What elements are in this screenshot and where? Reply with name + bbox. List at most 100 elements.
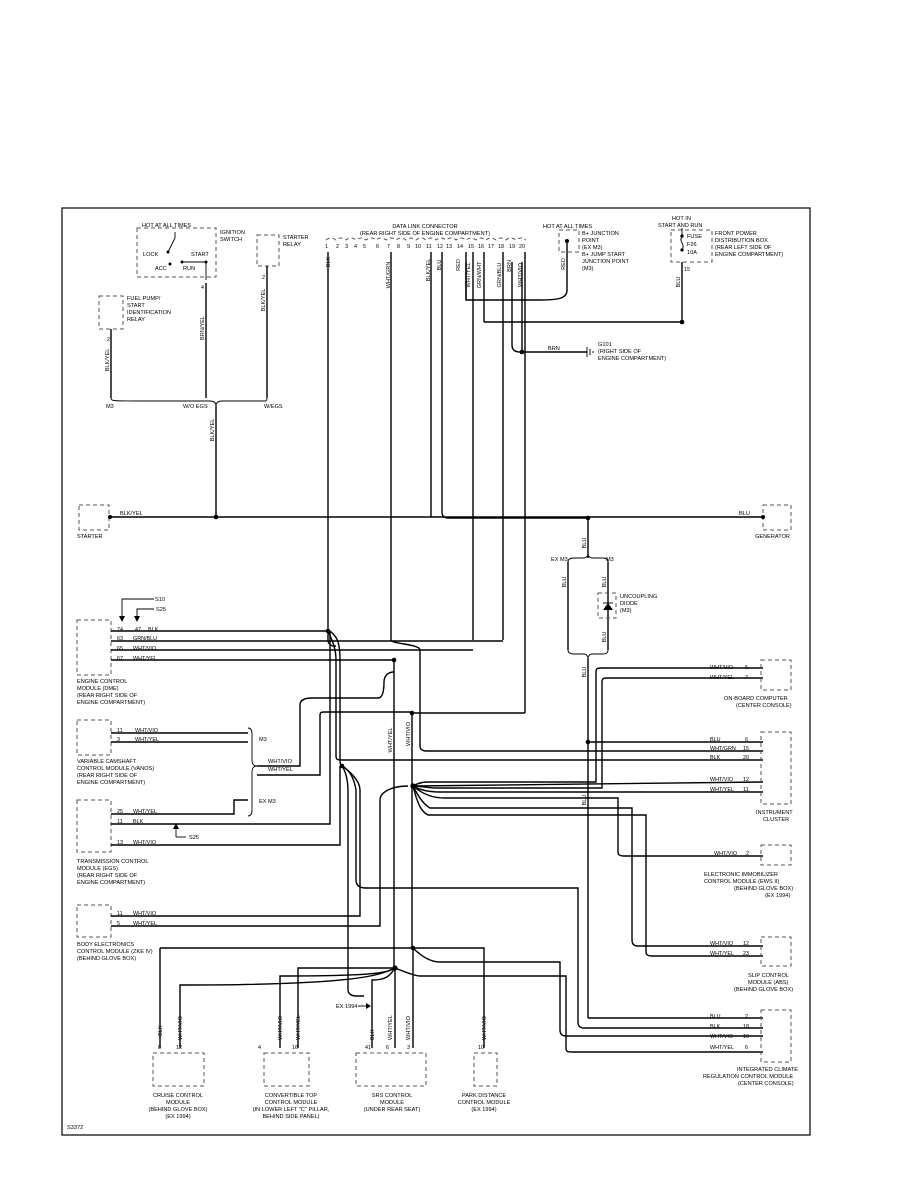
srs-label-2: MODULE [380, 1100, 404, 1106]
starter-relay-pin: 2 [262, 275, 265, 281]
tcm-wire-label: WHT/VIO [133, 840, 156, 846]
wire-wht-vio [257, 671, 395, 767]
vanos-wire-label: WHT/VIO [135, 728, 158, 734]
fuel-relay-pin: 2 [107, 337, 110, 343]
dlc-connector-outline [325, 237, 527, 241]
zke-label-2: CONTROL MODULE (ZKE IV) [77, 949, 153, 955]
dlc-pin: 17 [488, 244, 494, 250]
tcm-pin: 25 [117, 809, 123, 815]
abs-label-2: MODULE (ABS) [748, 980, 789, 986]
zke-label-3: (BEHIND GLOVE BOX) [77, 956, 136, 962]
diode-label-2: DIODE [620, 601, 638, 607]
tcm-pin: 13 [117, 840, 123, 846]
dlc-wire-label: BLK [326, 256, 332, 267]
pdc-label-3: (EX 1994) [471, 1107, 496, 1113]
bus-wire-label-2: WHT/VIO [406, 721, 412, 746]
vanos-bus-label-2: WHT/YEL [268, 767, 293, 773]
dlc-pins: 1 2 3 4 5 6 7 8 9 10 11 12 13 14 15 16 1… [325, 244, 525, 250]
conv-label: CONVERTIBLE TOP [265, 1093, 317, 1099]
fuse-wire-label: BLU [676, 277, 682, 288]
dlc-pin: 16 [478, 244, 484, 250]
diode-box [597, 592, 617, 619]
obc-pin: 5 [745, 665, 748, 671]
dlc-pin: 11 [426, 244, 432, 250]
abs-wire-label: WHT/VIO [710, 941, 733, 947]
dlc-pin: 1 [325, 244, 328, 250]
figure-code: S3372 [67, 1125, 83, 1131]
conv-pin: 16 [292, 1045, 298, 1051]
ihka-wire-label: WHT/VIO [710, 1034, 733, 1040]
splice-point [679, 319, 685, 325]
ecm-label: ENGINE CONTROL [77, 679, 127, 685]
dlc-pin: 8 [397, 244, 400, 250]
srs-pin: 3 [407, 1045, 410, 1051]
cluster-pin: 15 [743, 746, 749, 752]
diode-label: UNCOUPLING [620, 594, 657, 600]
vanos-exm3-label: EX M3 [259, 799, 276, 805]
pdc-box [473, 1052, 498, 1087]
cluster-wire-label: WHT/YEL [710, 787, 734, 793]
starter-relay-wire-label: BLK/YEL [261, 289, 267, 312]
ihka-box [760, 1009, 792, 1063]
ecm-s25-wire [136, 608, 154, 620]
cluster-wire-label: WHT/VIO [710, 777, 733, 783]
wire-wht-yel [297, 967, 396, 1048]
fuel-relay-label-3: IDENTIFICATION [127, 310, 171, 316]
dlc-pin: 9 [407, 244, 410, 250]
wire-wht-yel [394, 967, 763, 1053]
ignition-terminal [168, 262, 172, 266]
cruise-label-3: (BEHIND GLOVE BOX) [148, 1107, 207, 1113]
dlc-pin: 3 [345, 244, 348, 250]
ihka-pin: 16 [743, 1034, 749, 1040]
cluster-pin: 11 [743, 787, 749, 793]
fuse-location-4: ENGINE COMPARTMENT) [715, 252, 783, 258]
starter-box [78, 504, 110, 531]
dlc-pin: 5 [363, 244, 366, 250]
conv-pin: 4 [258, 1045, 261, 1051]
zke-wire-label: WHT/YEL [133, 921, 157, 927]
tcm-label-2: MODULE (EGS) [77, 866, 118, 872]
diode-trunk-label: BLU [582, 667, 588, 678]
ecm-pin: 65 [117, 646, 123, 652]
cluster-label: INSTRUMENT [756, 810, 793, 816]
obc-wire-label: WHT/VIO [710, 665, 733, 671]
conv-box [263, 1052, 310, 1087]
dlc-wire-label: BLU [437, 260, 443, 271]
pdc-pin: 10 [478, 1045, 484, 1051]
fuel-relay-label-4: RELAY [127, 317, 145, 323]
srs-box [355, 1052, 427, 1087]
ews-label-2: CONTROL MODULE (EWS II) [704, 879, 779, 885]
dlc-wire-label: GRN/WHT [477, 261, 483, 288]
bplus-label-3: (EX M3) [582, 245, 603, 251]
dlc-wire-label: BRN [507, 260, 513, 272]
bplus-terminal [565, 239, 569, 243]
generator-box [762, 504, 792, 531]
fuel-relay-box [98, 295, 124, 330]
dlc-wire-label: GRN/BLU [497, 263, 503, 288]
dlc-pin: 6 [376, 244, 379, 250]
ecm-s10-wire [121, 598, 154, 620]
variant-brace [247, 727, 258, 817]
ignition-run-label: RUN [183, 266, 195, 272]
ihka-pin: 6 [745, 1045, 748, 1051]
wire-red [465, 262, 568, 301]
dlc-pin: 4 [354, 244, 357, 250]
wire-blu [441, 252, 588, 519]
dlc-wire-label: WHT/YEL [466, 263, 472, 288]
pdc-wire-label: WHT/VIO [482, 1015, 488, 1040]
zke-box [76, 904, 112, 938]
cluster-pin: 12 [743, 777, 749, 783]
ecm-wire-label: WHT/YEL [133, 656, 157, 662]
cruise-wire-label: WHT/VIO [178, 1015, 184, 1040]
arrow-icon [366, 1003, 371, 1009]
wire-blk [111, 631, 331, 825]
ecm-label-2: MODULE (DME) [77, 686, 119, 692]
srs-wire-label: WHT/YEL [388, 1015, 394, 1040]
ignition-acc-label: ACC [155, 266, 167, 272]
dlc-pin: 13 [446, 244, 452, 250]
bplus-hot-label: HOT AT ALL TIMES [543, 224, 592, 230]
starter-relay-box [256, 234, 280, 267]
vanos-pin: 11 [117, 728, 123, 734]
cruise-wire-label: BLK [158, 1025, 164, 1036]
